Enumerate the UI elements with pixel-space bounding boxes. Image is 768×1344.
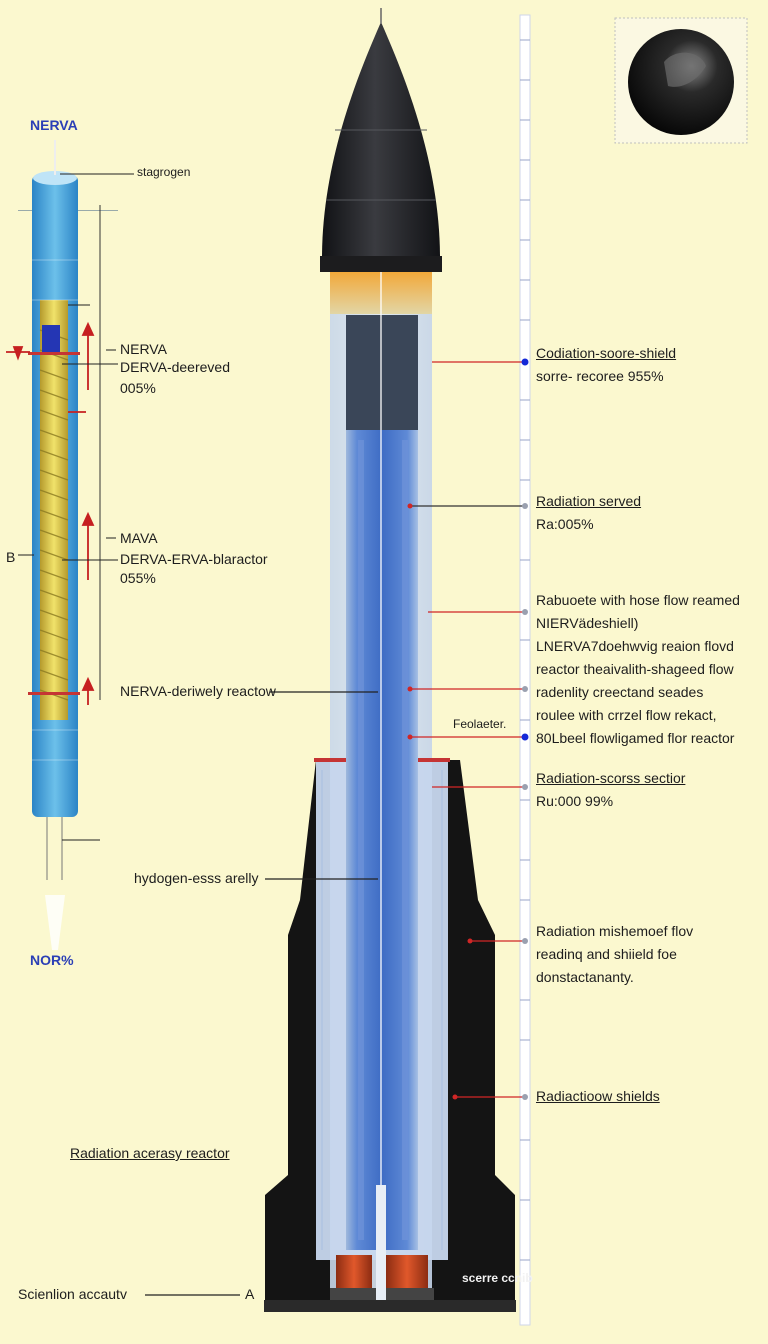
label-served-value: Ra:005% [536, 516, 594, 532]
label-shields: Radiactioow shields [536, 1088, 660, 1104]
label-hydrogen-assembly: hydogen-esss arelly [134, 870, 259, 886]
label-nerva: NERVA [120, 341, 167, 357]
moon-inset [614, 17, 748, 144]
label-nozzle: scerre ccnib [462, 1271, 533, 1285]
label-bottom-percent: NOR% [30, 952, 74, 968]
label-derva-reactor: DERVA-ERVA-blaractor [120, 551, 268, 567]
flow-line: NIERVädeshiell) [536, 615, 639, 631]
flow-line: 80Lbeel flowligamed flor reactor [536, 730, 735, 746]
scale-ruler [519, 14, 531, 1326]
label-served-title: Radiation served [536, 493, 642, 509]
label-005: 005% [120, 380, 156, 396]
label-shield-value: sorre- recoree 955% [536, 368, 664, 384]
flow-line: LNERVA7doehwvig reaion flovd [536, 638, 734, 654]
leader-dots [407, 358, 529, 1100]
flow-description: Rabuoete with hose flow reamed NIERVädes… [536, 589, 740, 750]
label-derived-reactor: NERVA-deriwely reactow [120, 683, 276, 699]
flow-line: Rabuoete with hose flow reamed [536, 592, 740, 608]
flow-line: reactor theaivalith-shageed flow [536, 661, 734, 677]
flow-line: radenlity creectand seades [536, 684, 704, 700]
mish-line: donstactananty. [536, 969, 634, 985]
label-section-title: Radiation-scorss sectior [536, 770, 686, 786]
mish-line: Radiation mishemoef flov [536, 923, 694, 939]
label-b: B [6, 549, 16, 565]
label-derived: DERVA-deereved [120, 359, 230, 375]
mish-line: readinq and shiield foe [536, 946, 677, 962]
label-shield-title: Codiation-soore-shield [536, 345, 677, 361]
label-mava: MAVA [120, 530, 158, 546]
label-scientific: Scienlion accautv [18, 1286, 127, 1302]
label-section-value: Ru:000 99% [536, 793, 614, 809]
label-nerva-top: NERVA [30, 117, 78, 133]
label-055: 055% [120, 570, 156, 586]
label-accuracy: Radiation acerasy reactor [70, 1145, 230, 1161]
label-reactor-small: Feolaeter. [453, 717, 507, 731]
left-reactor-column [6, 140, 134, 950]
flow-line: roulee with crrzel flow rekact, [536, 707, 717, 723]
label-hydrogen: stagrogen [137, 165, 191, 179]
rocket-leaders [145, 361, 524, 1296]
rocket-body [264, 8, 516, 1312]
mish-description: Radiation mishemoef flov readinq and shi… [536, 920, 693, 989]
label-a: A [245, 1286, 255, 1302]
